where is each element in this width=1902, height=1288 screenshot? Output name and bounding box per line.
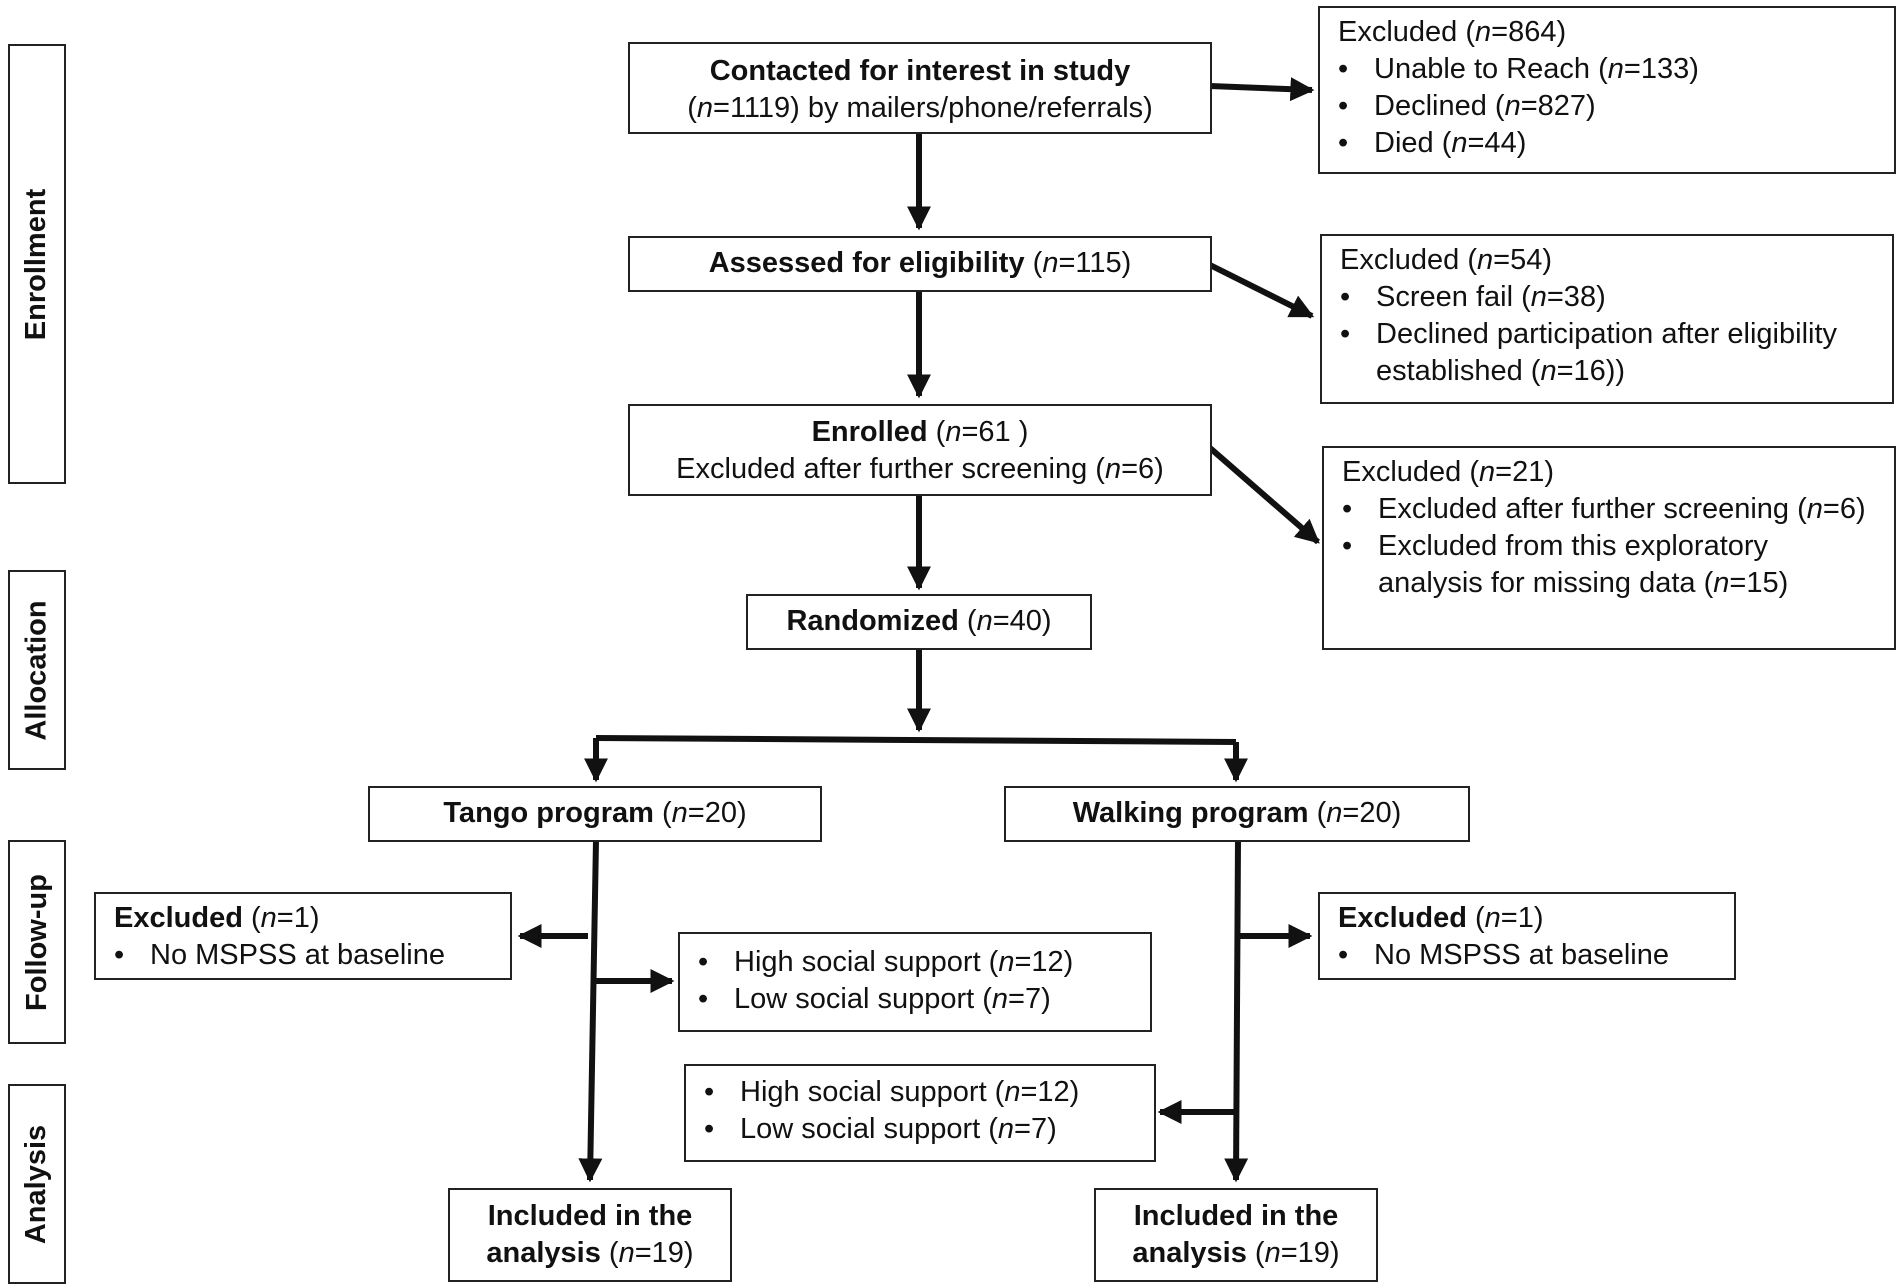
contacted-box: Contacted for interest in study (n=1119)… (628, 42, 1212, 134)
tango-included-line2: analysis (n=19) (486, 1237, 694, 1269)
list-item: Low social support (n=7) (704, 1111, 1136, 1148)
contacted-detail-line: (n=1119) by mailers/phone/referrals) (687, 92, 1153, 124)
excluded-54-list: Screen fail (n=38) Declined participatio… (1340, 279, 1874, 390)
excluded-21-box: Excluded (n=21) Excluded after further s… (1322, 446, 1896, 650)
walking-program-line: Walking program (n=20) (1072, 797, 1402, 829)
list-item: No MSPSS at baseline (114, 937, 492, 974)
list-item: Low social support (n=7) (698, 981, 1132, 1018)
enrolled-line: Enrolled (n=61 ) (811, 416, 1029, 448)
excluded-21-title: Excluded (n=21) (1342, 456, 1555, 488)
randomized-box: Randomized (n=40) (746, 594, 1092, 650)
list-item: Died (n=44) (1338, 125, 1876, 162)
walking-included-line2: analysis (n=19) (1132, 1237, 1340, 1269)
enrolled-box: Enrolled (n=61 ) Excluded after further … (628, 404, 1212, 496)
excluded-21-list: Excluded after further screening (n=6) E… (1342, 491, 1876, 602)
tango-program-box: Tango program (n=20) (368, 786, 822, 842)
assessed-line: Assessed for eligibility (n=115) (708, 247, 1132, 279)
arrow-to-excluded-21 (1208, 445, 1320, 545)
walking-support-box: High social support (n=12) Low social su… (684, 1064, 1156, 1162)
section-label-follow-up: Follow-up (8, 840, 66, 1044)
list-item: Unable to Reach (n=133) (1338, 51, 1876, 88)
excluded-54-box: Excluded (n=54) Screen fail (n=38) Decli… (1320, 234, 1894, 404)
tango-support-box: High social support (n=12) Low social su… (678, 932, 1152, 1032)
split-horizontal (595, 735, 1237, 745)
tango-support-list: High social support (n=12) Low social su… (698, 944, 1132, 1018)
walking-excluded-box: Excluded (n=1) No MSPSS at baseline (1318, 892, 1736, 980)
tango-included-box: Included in the analysis (n=19) (448, 1188, 732, 1282)
tango-excluded-box: Excluded (n=1) No MSPSS at baseline (94, 892, 512, 980)
randomized-line: Randomized (n=40) (786, 605, 1052, 637)
list-item: Declined participation after eligibility… (1340, 316, 1874, 390)
arrow-to-excluded-864 (1209, 77, 1315, 102)
contacted-title: Contacted for interest in study (709, 55, 1131, 87)
list-item: No MSPSS at baseline (1338, 937, 1716, 974)
excluded-54-title: Excluded (n=54) (1340, 244, 1553, 276)
section-label-analysis: Analysis (8, 1084, 66, 1284)
walking-included-line1: Included in the (1133, 1200, 1339, 1232)
section-label-enrollment: Enrollment (8, 44, 66, 484)
walking-included-box: Included in the analysis (n=19) (1094, 1188, 1378, 1282)
excluded-864-title: Excluded (n=864) (1338, 16, 1567, 48)
list-item: Declined (n=827) (1338, 88, 1876, 125)
tango-excluded-title: Excluded (n=1) (114, 902, 320, 934)
arrow-walking-down (1224, 839, 1249, 1183)
walking-excluded-title: Excluded (n=1) (1338, 902, 1544, 934)
arrow-tango-down (578, 839, 603, 1183)
section-allocation-text: Allocation (20, 599, 53, 741)
assessed-box: Assessed for eligibility (n=115) (628, 236, 1212, 292)
tango-program-line: Tango program (n=20) (443, 797, 747, 829)
section-follow-up-text: Follow-up (20, 873, 53, 1011)
list-item: Screen fail (n=38) (1340, 279, 1874, 316)
section-enrollment-text: Enrollment (20, 188, 53, 340)
walking-support-list: High social support (n=12) Low social su… (704, 1074, 1136, 1148)
arrow-to-excluded-54 (1208, 262, 1315, 319)
list-item: High social support (n=12) (704, 1074, 1136, 1111)
tango-excluded-list: No MSPSS at baseline (114, 937, 492, 974)
list-item: Excluded after further screening (n=6) (1342, 491, 1876, 528)
list-item: Excluded from this exploratory analysis … (1342, 528, 1876, 602)
section-analysis-text: Analysis (20, 1124, 53, 1244)
excluded-864-list: Unable to Reach (n=133) Declined (n=827)… (1338, 51, 1876, 162)
section-label-allocation: Allocation (8, 570, 66, 770)
list-item: High social support (n=12) (698, 944, 1132, 981)
walking-excluded-list: No MSPSS at baseline (1338, 937, 1716, 974)
enrolled-sub-line: Excluded after further screening (n=6) (676, 453, 1164, 485)
excluded-864-box: Excluded (n=864) Unable to Reach (n=133)… (1318, 6, 1896, 174)
walking-program-box: Walking program (n=20) (1004, 786, 1470, 842)
tango-included-line1: Included in the (487, 1200, 693, 1232)
